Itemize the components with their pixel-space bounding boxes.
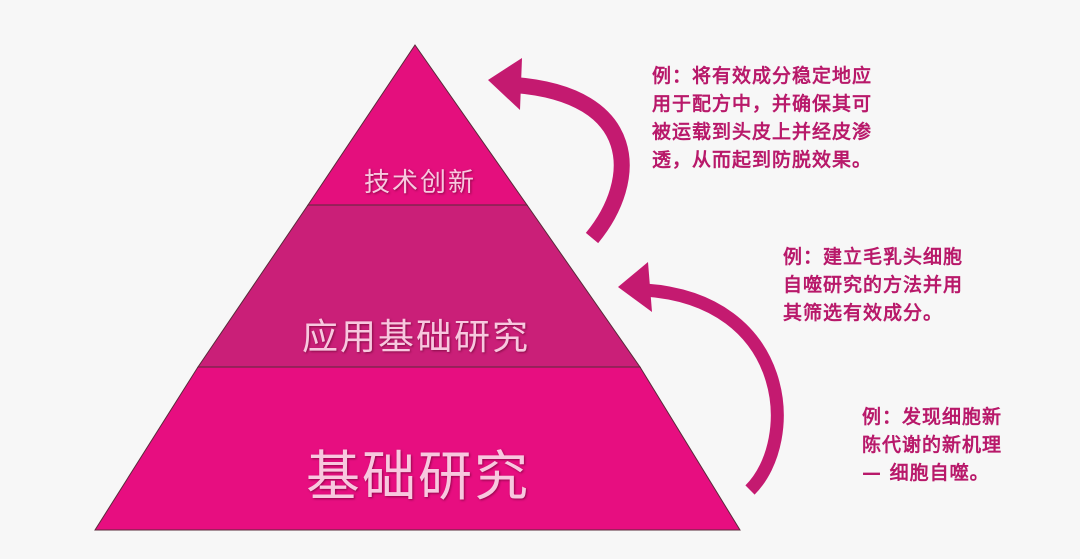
note-line: 例：将有效成分稳定地应 bbox=[652, 65, 873, 87]
note-line: 陈代谢的新机理 bbox=[862, 434, 1003, 456]
note-line: — 细胞自噬。 bbox=[862, 462, 990, 484]
note-applied-research: 例：建立毛乳头细胞 自噬研究的方法并用 其筛选有效成分。 bbox=[783, 243, 963, 327]
note-line: 例：发现细胞新 bbox=[862, 406, 1003, 428]
note-line: 透，从而起到防脱效果。 bbox=[652, 149, 873, 171]
note-line: 其筛选有效成分。 bbox=[783, 302, 944, 324]
note-line: 自噬研究的方法并用 bbox=[783, 274, 964, 296]
curved-arrow-icon bbox=[618, 262, 784, 495]
tier-label-applied-research: 应用基础研究 bbox=[301, 317, 531, 358]
note-tech-innovation: 例：将有效成分稳定地应 用于配方中，并确保其可 被运载到头皮上并经皮渗 透，从而… bbox=[652, 62, 872, 174]
tier-label-tech-innovation: 技术创新 bbox=[363, 168, 477, 198]
tier-label-basic-research: 基础研究 bbox=[306, 445, 530, 508]
note-basic-research: 例：发现细胞新 陈代谢的新机理 — 细胞自噬。 bbox=[862, 403, 1002, 487]
tier-bottom bbox=[94, 366, 741, 531]
curved-arrow-icon bbox=[488, 58, 630, 244]
note-line: 例：建立毛乳头细胞 bbox=[783, 246, 964, 268]
note-line: 用于配方中，并确保其可 bbox=[652, 93, 873, 115]
note-line: 被运载到头皮上并经皮渗 bbox=[652, 121, 873, 143]
